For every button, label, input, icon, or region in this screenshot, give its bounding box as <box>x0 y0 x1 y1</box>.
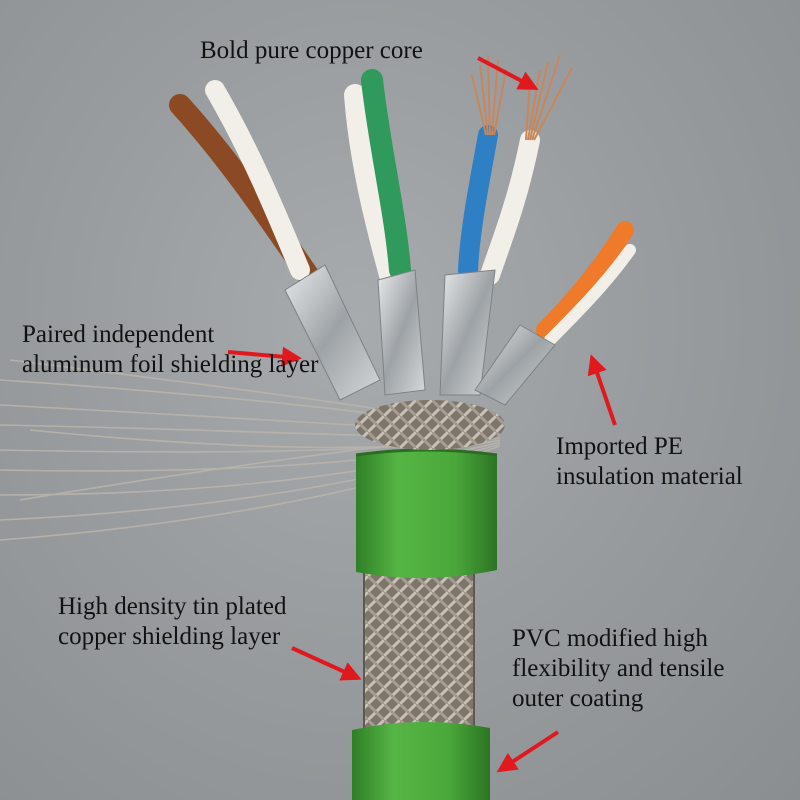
label-foil-shield-line: Paired independent <box>22 321 215 348</box>
arrow-pe-insulation <box>587 354 617 426</box>
label-pvc-coating-line: flexibility and tensile <box>512 655 725 682</box>
braid-collar <box>355 400 505 450</box>
label-pe-insulation-line: insulation material <box>556 463 743 490</box>
arrow-foil-shield <box>227 346 302 367</box>
label-copper-shield: High density tin plated copper shielding… <box>58 592 286 652</box>
label-pvc-coating: PVC modified high flexibility and tensil… <box>512 624 724 714</box>
label-foil-shield: Paired independent aluminum foil shieldi… <box>22 320 318 380</box>
lower-jacket <box>352 721 490 800</box>
arrow-copper-shield <box>291 646 362 681</box>
label-pvc-coating-line: outer coating <box>512 685 644 712</box>
arrow-copper-core <box>477 56 539 90</box>
wire-pairs <box>169 69 636 346</box>
copper-strands <box>471 54 573 141</box>
label-foil-shield-line: aluminum foil shielding layer <box>22 351 319 378</box>
label-copper-core: Bold pure copper core <box>200 36 423 66</box>
label-copper-core-line: Bold pure copper core <box>200 37 423 64</box>
label-pvc-coating-line: PVC modified high <box>512 625 708 652</box>
foil-shields <box>284 264 556 406</box>
label-pe-insulation-line: Imported PE <box>556 433 684 460</box>
label-copper-shield-line: copper shielding layer <box>58 623 281 650</box>
braided-shield <box>364 572 474 742</box>
upper-jacket <box>356 450 497 579</box>
label-copper-shield-line: High density tin plated <box>58 593 287 620</box>
label-pe-insulation: Imported PE insulation material <box>556 432 743 492</box>
arrow-pvc-coating <box>496 730 560 773</box>
pointer-arrows <box>227 56 617 773</box>
